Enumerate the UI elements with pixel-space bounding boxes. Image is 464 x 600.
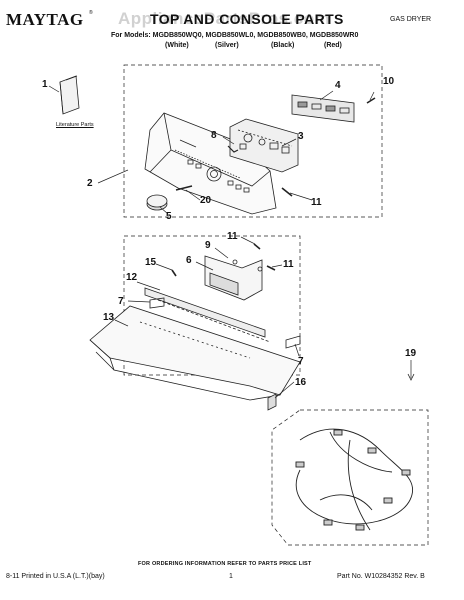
callout-1: 1 — [42, 79, 48, 90]
callout-7-right: 7 — [298, 356, 304, 367]
literature-parts-label: Literature Parts — [56, 122, 94, 128]
screw-11-bracket-icon — [253, 243, 261, 250]
brand-logo: MAYTAG — [6, 10, 84, 29]
screw-11-console-icon — [281, 187, 293, 197]
color-black: (Black) — [271, 42, 295, 49]
ordering-note: FOR ORDERING INFORMATION REFER TO PARTS … — [138, 561, 312, 567]
callout-16: 16 — [295, 377, 307, 388]
watermark: AppliancePartsPros.com — [118, 9, 331, 28]
callout-11-console: 11 — [311, 197, 322, 208]
callout-20: 20 — [200, 195, 212, 206]
print-info: 8-11 Printed in U.S.A (L.T.)(bay) — [6, 573, 105, 580]
screw-10-icon — [366, 97, 376, 104]
callout-3: 3 — [298, 131, 304, 142]
callout-11-top: 11 — [227, 231, 238, 242]
board-bracket-icon — [204, 255, 263, 301]
ui-board-icon — [229, 118, 299, 173]
screw-11-side-icon — [266, 265, 276, 271]
color-silver: (Silver) — [215, 42, 239, 49]
console-group-outline — [123, 64, 383, 218]
callout-2: 2 — [87, 178, 93, 189]
literature-booklet-icon — [59, 75, 80, 115]
models-line: For Models: MGDB850WQ0, MGDB850WL0, MGDB… — [111, 32, 359, 39]
color-white: (White) — [165, 42, 189, 49]
callout-11-side: 11 — [283, 259, 294, 270]
foot-16-icon — [267, 393, 277, 411]
callout-9: 9 — [205, 240, 211, 251]
callout-15: 15 — [145, 257, 157, 268]
console-bracket-icon — [291, 94, 355, 123]
brand-registered-mark: ® — [89, 10, 93, 16]
top-panel-icon — [89, 305, 301, 401]
callout-7-left: 7 — [118, 296, 124, 307]
console-panel-icon — [144, 112, 277, 215]
callout-4: 4 — [335, 80, 341, 91]
harness-group-outline — [271, 409, 429, 546]
leader-lines — [48, 85, 412, 399]
callout-13: 13 — [103, 312, 115, 323]
top-group-outline — [123, 235, 301, 376]
clip-7-left-icon — [149, 297, 165, 309]
screw-20-icon — [175, 185, 193, 191]
part-8-icon — [227, 145, 239, 153]
screw-15-icon — [171, 269, 177, 277]
callout-10: 10 — [383, 76, 395, 87]
dryer-type: GAS DRYER — [390, 16, 432, 23]
clip-7-right-icon — [285, 335, 301, 349]
callout-6: 6 — [186, 255, 192, 266]
page-title: TOP AND CONSOLE PARTS — [150, 11, 344, 27]
callout-8: 8 — [211, 130, 217, 141]
part-number: Part No. W10284352 Rev. B — [337, 573, 425, 580]
color-red: (Red) — [324, 42, 342, 49]
wire-harness-icon — [295, 428, 414, 531]
callout-19: 19 — [405, 348, 417, 359]
callout-5: 5 — [166, 211, 172, 222]
page-number: 1 — [229, 573, 233, 580]
front-rail-icon — [144, 287, 271, 343]
knob-icon — [146, 194, 168, 211]
callout-12: 12 — [126, 272, 138, 283]
